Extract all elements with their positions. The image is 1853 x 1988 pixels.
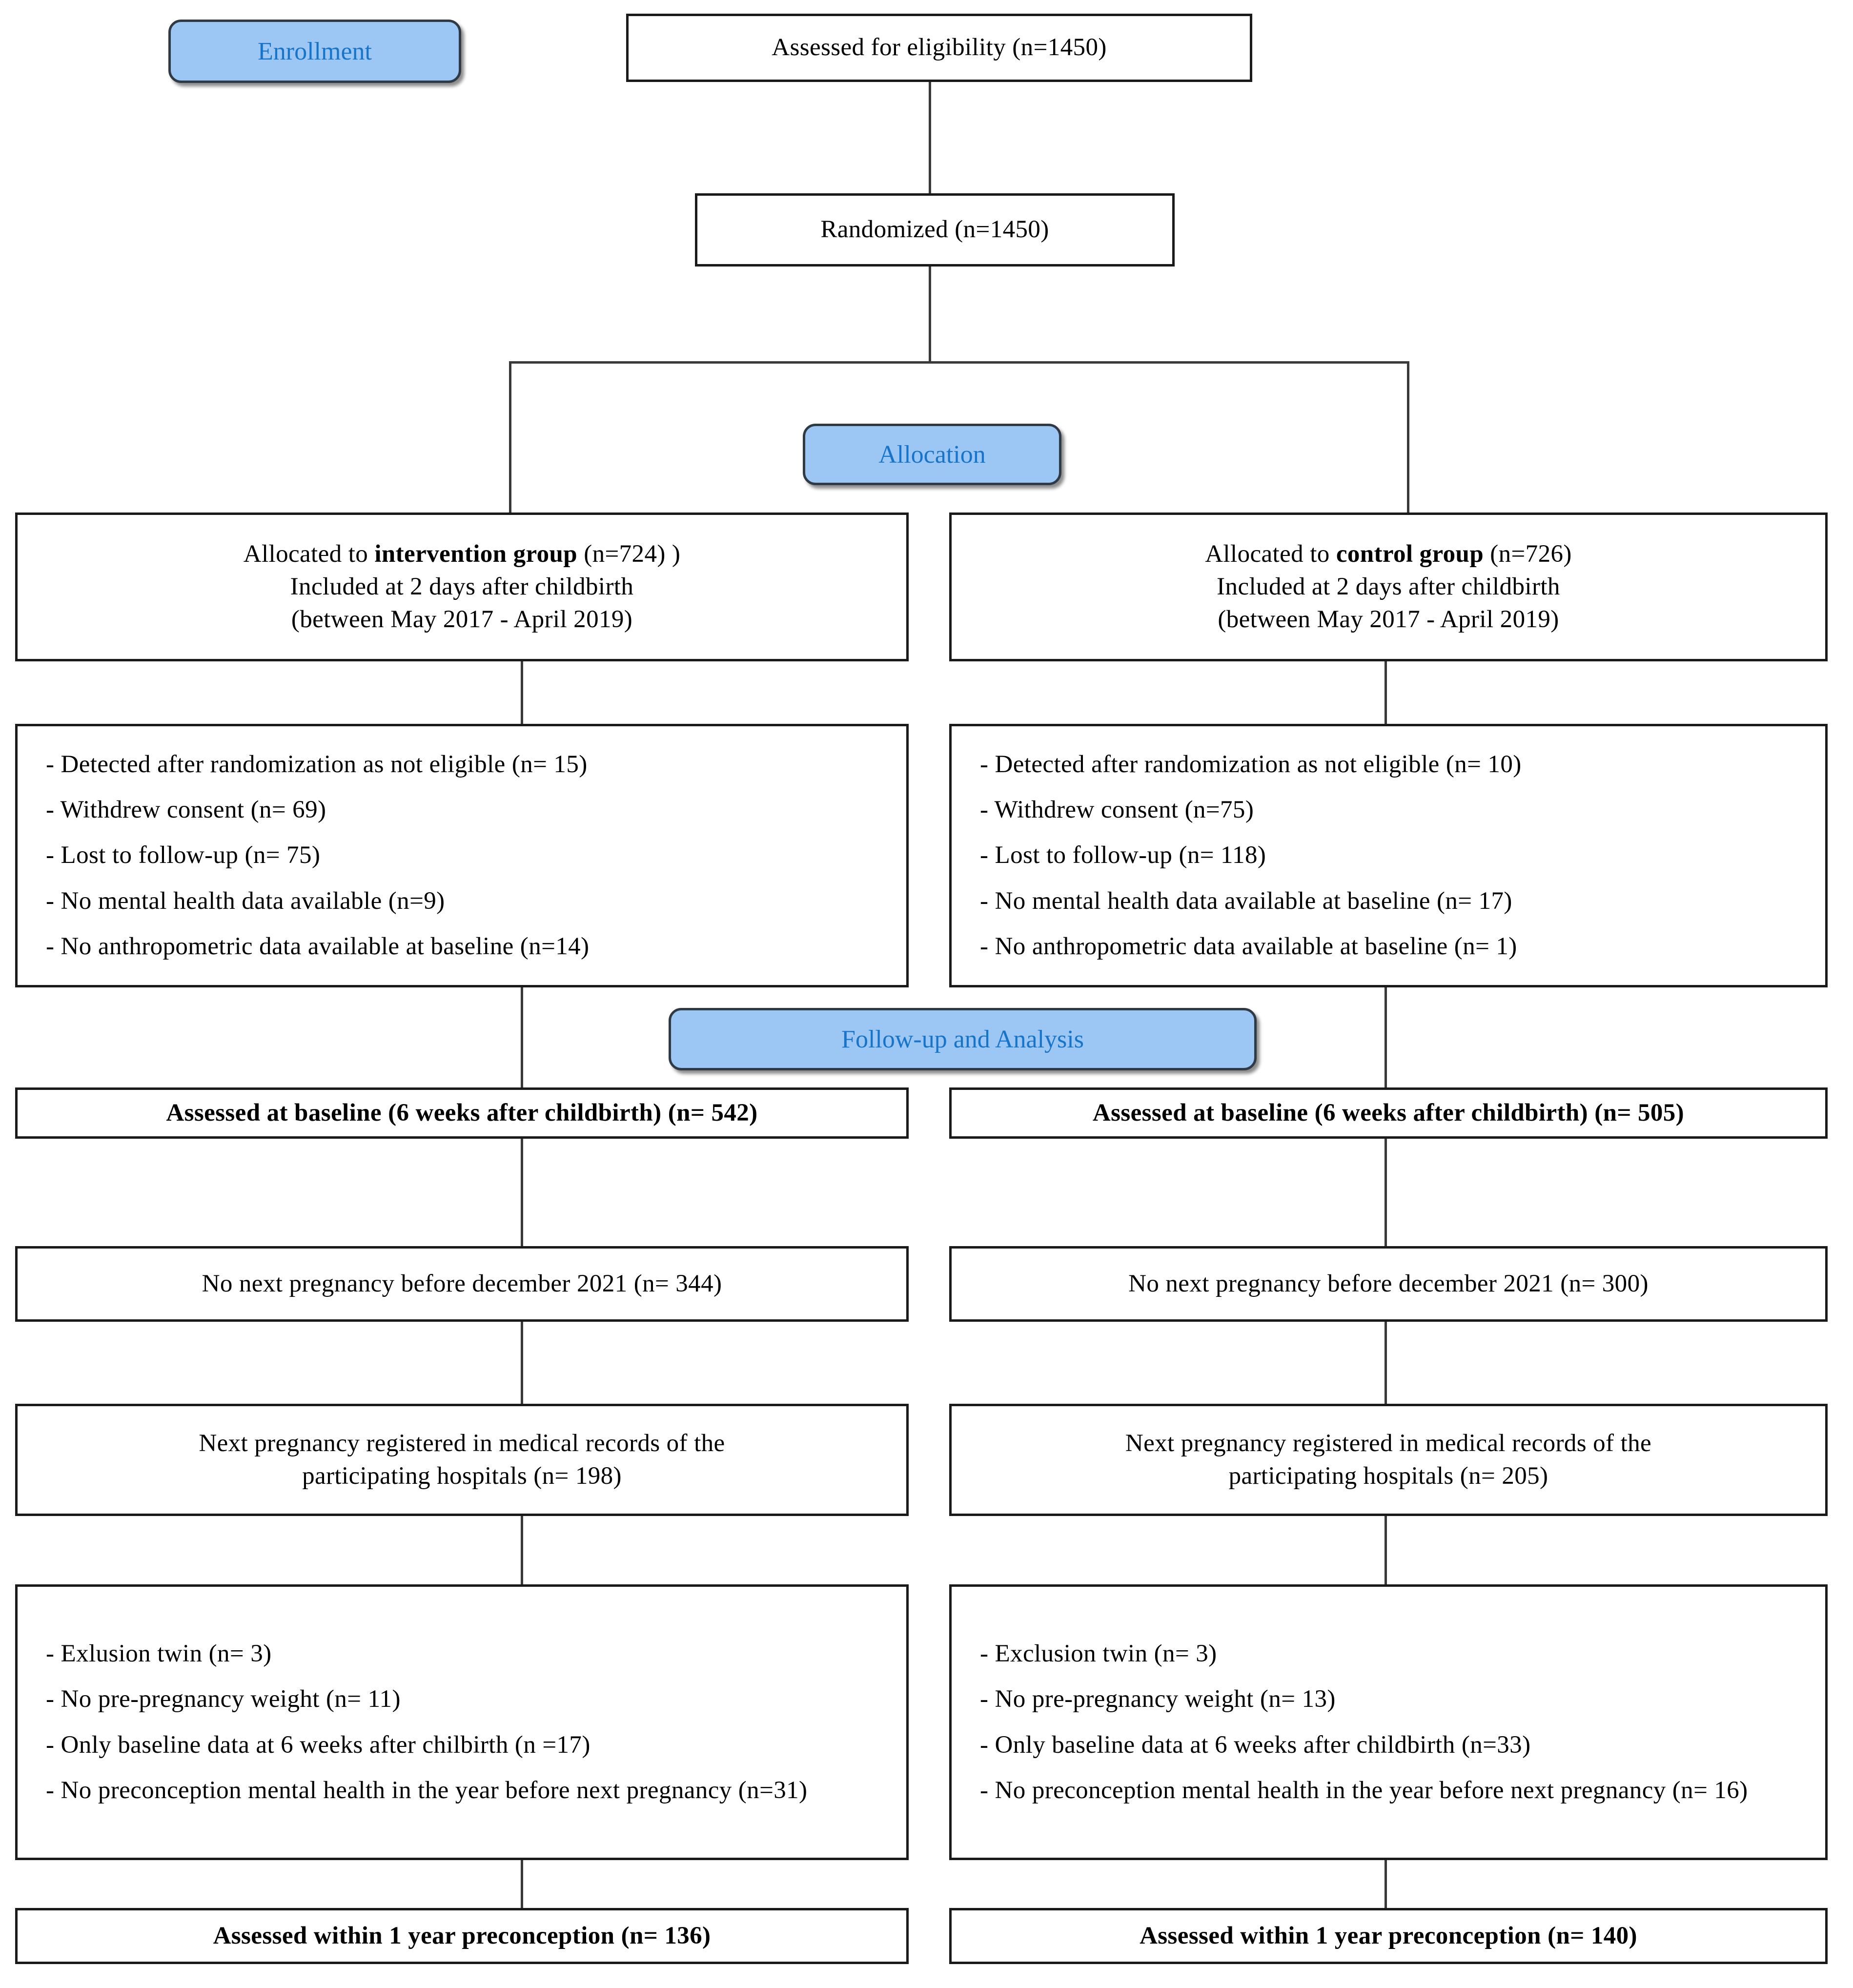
allocated-intervention-suffix: (n=724) ) xyxy=(577,540,681,568)
registered-intervention-line1: Next pregnancy registered in medical rec… xyxy=(199,1429,725,1457)
connector-randomized-down xyxy=(929,266,931,362)
final-exclusion-item: - Only baseline data at 6 weeks after ch… xyxy=(980,1731,1531,1759)
registered-control-line2: participating hospitals (n= 205) xyxy=(1228,1462,1548,1490)
exclusion-item: - No mental health data available (n=9) xyxy=(46,887,445,915)
exclusion-item: - No mental health data available at bas… xyxy=(980,887,1512,915)
box-preconception-intervention: Assessed within 1 year preconception (n=… xyxy=(15,1908,909,1964)
connector-baseline-to-nonext-left xyxy=(521,1139,523,1246)
box-assessed-for-eligibility: Assessed for eligibility (n=1450) xyxy=(626,14,1252,82)
connector-excl-to-baseline-right xyxy=(1385,987,1387,1087)
registered-intervention-line2: participating hospitals (n= 198) xyxy=(302,1462,622,1490)
connector-finalexcl-to-preconception-left xyxy=(521,1860,523,1908)
box-exclusions-intervention: - Detected after randomization as not el… xyxy=(15,724,909,987)
exclusion-item: - Withdrew consent (n= 69) xyxy=(46,796,326,824)
stage-badge-followup: Follow-up and Analysis xyxy=(669,1008,1257,1070)
preconception-control-text: Assessed within 1 year preconception (n=… xyxy=(1140,1922,1637,1949)
stage-badge-enrollment: Enrollment xyxy=(168,20,461,83)
box-randomized: Randomized (n=1450) xyxy=(695,193,1175,266)
box-baseline-intervention: Assessed at baseline (6 weeks after chil… xyxy=(15,1087,909,1139)
final-exclusion-item: - Exlusion twin (n= 3) xyxy=(46,1640,272,1667)
allocated-control-suffix: (n=726) xyxy=(1484,540,1572,568)
final-exclusion-item: - No pre-pregnancy weight (n= 13) xyxy=(980,1685,1336,1713)
allocated-intervention-line2: Included at 2 days after childbirth xyxy=(290,573,634,600)
final-exclusion-item: - No pre-pregnancy weight (n= 11) xyxy=(46,1685,401,1713)
exclusion-item: - Detected after randomization as not el… xyxy=(980,750,1522,778)
connector-eligibility-to-randomized xyxy=(929,82,931,193)
preconception-intervention-text: Assessed within 1 year preconception (n=… xyxy=(213,1922,711,1949)
exclusion-item: - Lost to follow-up (n= 75) xyxy=(46,841,321,869)
exclusion-item: - Withdrew consent (n=75) xyxy=(980,796,1254,824)
box-allocated-control: Allocated to control group (n=726) Inclu… xyxy=(949,512,1828,661)
connector-nonext-to-registered-right xyxy=(1385,1322,1387,1404)
stage-badge-allocation: Allocation xyxy=(803,424,1061,485)
final-exclusion-item: - No preconception mental health in the … xyxy=(980,1776,1748,1804)
allocated-intervention-line1: Allocated to intervention group (n=724) … xyxy=(244,538,681,571)
final-exclusion-item: - Only baseline data at 6 weeks after ch… xyxy=(46,1731,591,1759)
randomized-text: Randomized (n=1450) xyxy=(820,216,1049,244)
box-preconception-control: Assessed within 1 year preconception (n=… xyxy=(949,1908,1828,1964)
assessed-eligibility-text: Assessed for eligibility (n=1450) xyxy=(772,34,1107,61)
box-final-exclusions-intervention: - Exlusion twin (n= 3) - No pre-pregnanc… xyxy=(15,1584,909,1860)
connector-baseline-to-nonext-right xyxy=(1385,1139,1387,1246)
allocated-control-line3: (between May 2017 - April 2019) xyxy=(1218,606,1559,634)
box-registered-control: Next pregnancy registered in medical rec… xyxy=(949,1404,1828,1516)
allocated-intervention-line3: (between May 2017 - April 2019) xyxy=(291,606,633,634)
stage-badge-followup-label: Follow-up and Analysis xyxy=(841,1025,1084,1053)
box-no-next-pregnancy-intervention: No next pregnancy before december 2021 (… xyxy=(15,1246,909,1322)
exclusion-item: - Detected after randomization as not el… xyxy=(46,750,588,778)
final-exclusion-item: - No preconception mental health in the … xyxy=(46,1776,808,1804)
no-next-pregnancy-control-text: No next pregnancy before december 2021 (… xyxy=(1128,1270,1649,1297)
exclusion-item: - Lost to follow-up (n= 118) xyxy=(980,841,1266,869)
allocated-intervention-prefix: Allocated to xyxy=(243,540,375,568)
connector-alloc-to-excl-left xyxy=(521,661,523,724)
connector-split-left-down xyxy=(509,361,511,512)
allocated-control-prefix: Allocated to xyxy=(1205,540,1336,568)
connector-finalexcl-to-preconception-right xyxy=(1385,1860,1387,1908)
connector-nonext-to-registered-left xyxy=(521,1322,523,1404)
box-baseline-control: Assessed at baseline (6 weeks after chil… xyxy=(949,1087,1828,1139)
connector-excl-to-baseline-left xyxy=(521,987,523,1087)
connector-registered-to-finalexcl-right xyxy=(1385,1516,1387,1584)
no-next-pregnancy-intervention-text: No next pregnancy before december 2021 (… xyxy=(202,1270,722,1297)
connector-split-right-down xyxy=(1407,361,1409,512)
box-exclusions-control: - Detected after randomization as not el… xyxy=(949,724,1828,987)
exclusion-item: - No anthropometric data available at ba… xyxy=(46,932,590,960)
box-allocated-intervention: Allocated to intervention group (n=724) … xyxy=(15,512,909,661)
box-no-next-pregnancy-control: No next pregnancy before december 2021 (… xyxy=(949,1246,1828,1322)
baseline-intervention-text: Assessed at baseline (6 weeks after chil… xyxy=(166,1099,758,1127)
baseline-control-text: Assessed at baseline (6 weeks after chil… xyxy=(1092,1099,1685,1127)
registered-control-line1: Next pregnancy registered in medical rec… xyxy=(1125,1429,1652,1457)
box-final-exclusions-control: - Exclusion twin (n= 3) - No pre-pregnan… xyxy=(949,1584,1828,1860)
allocated-control-group: control group xyxy=(1336,540,1484,568)
box-registered-intervention: Next pregnancy registered in medical rec… xyxy=(15,1404,909,1516)
stage-badge-enrollment-label: Enrollment xyxy=(258,37,372,65)
final-exclusion-item: - Exclusion twin (n= 3) xyxy=(980,1640,1217,1667)
exclusion-item: - No anthropometric data available at ba… xyxy=(980,932,1517,960)
allocated-control-line1: Allocated to control group (n=726) xyxy=(1205,538,1572,571)
connector-alloc-to-excl-right xyxy=(1385,661,1387,724)
allocated-intervention-group: intervention group xyxy=(374,540,578,568)
connector-split-horizontal xyxy=(509,361,1409,364)
connector-registered-to-finalexcl-left xyxy=(521,1516,523,1584)
allocated-control-line2: Included at 2 days after childbirth xyxy=(1217,573,1560,600)
stage-badge-allocation-label: Allocation xyxy=(878,440,986,469)
